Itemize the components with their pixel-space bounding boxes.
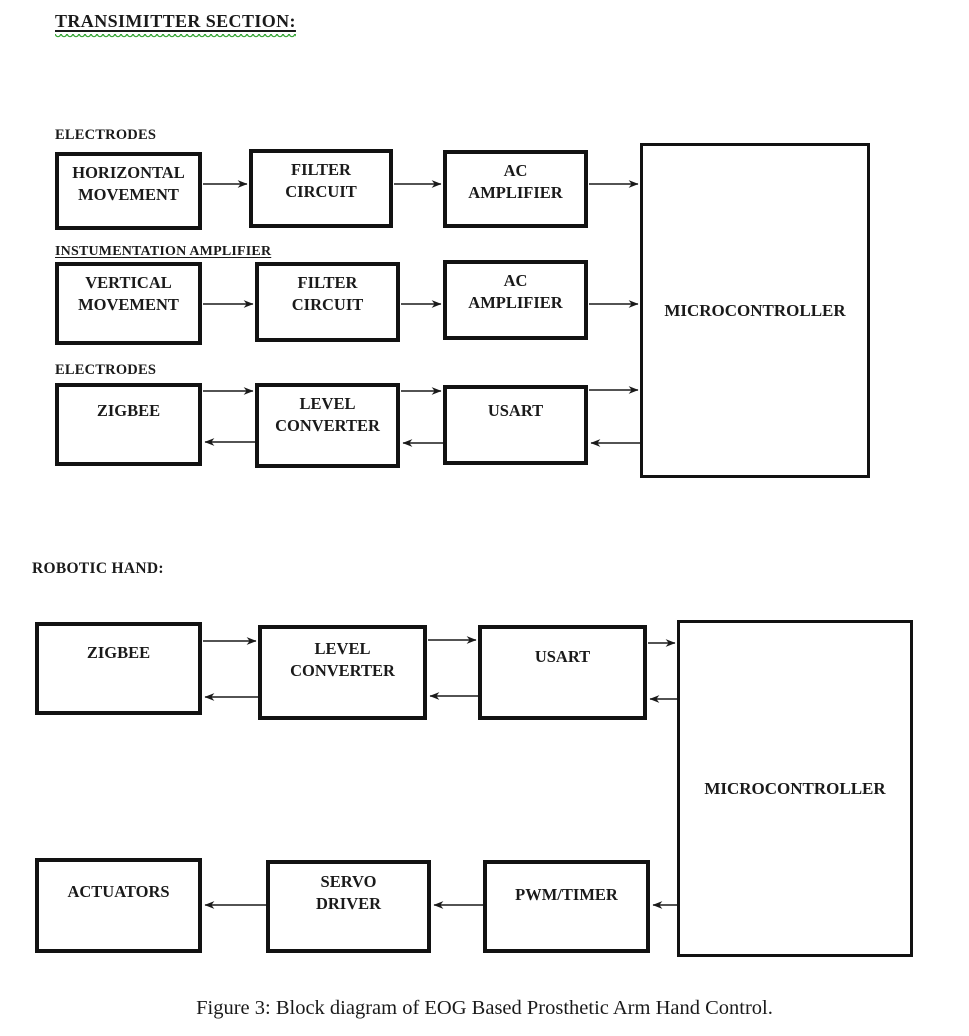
block-filter-circuit-1: FILTER CIRCUIT bbox=[249, 149, 393, 228]
block-ac-amplifier-1: AC AMPLIFIER bbox=[443, 150, 588, 228]
block-label: MICROCONTROLLER bbox=[704, 778, 886, 798]
robotic-hand-title: ROBOTIC HAND: bbox=[32, 560, 164, 577]
block-filter-circuit-2: FILTER CIRCUIT bbox=[255, 262, 400, 342]
block-actuators: ACTUATORS bbox=[35, 858, 202, 953]
block-vertical-movement: VERTICAL MOVEMENT bbox=[55, 262, 202, 345]
label-electrodes-row3: ELECTRODES bbox=[55, 362, 157, 378]
block-label: HORIZONTAL MOVEMENT bbox=[72, 163, 185, 204]
block-label: PWM/TIMER bbox=[515, 885, 618, 904]
block-level-converter-transmitter: LEVEL CONVERTER bbox=[255, 383, 400, 468]
block-label: LEVEL CONVERTER bbox=[290, 639, 395, 680]
block-label: FILTER CIRCUIT bbox=[291, 273, 364, 314]
block-zigbee-robotic: ZIGBEE bbox=[35, 622, 202, 715]
block-label: LEVEL CONVERTER bbox=[275, 394, 380, 435]
label-instrumentation-amplifier: INSTUMENTATION AMPLIFIER bbox=[55, 244, 272, 259]
transmitter-section-title: TRANSIMITTER SECTION: bbox=[55, 11, 296, 38]
block-microcontroller-transmitter: MICROCONTROLLER bbox=[640, 143, 870, 478]
block-label: FILTER CIRCUIT bbox=[285, 160, 357, 201]
block-label: MICROCONTROLLER bbox=[664, 300, 846, 320]
block-label: SERVO DRIVER bbox=[315, 872, 382, 913]
block-ac-amplifier-2: AC AMPLIFIER bbox=[443, 260, 588, 340]
block-label: USART bbox=[487, 401, 544, 420]
block-level-converter-robotic: LEVEL CONVERTER bbox=[258, 625, 427, 720]
block-label: AC AMPLIFIER bbox=[468, 271, 563, 312]
transmitter-section-title-text: TRANSIMITTER SECTION: bbox=[55, 11, 296, 31]
block-servo-driver: SERVO DRIVER bbox=[266, 860, 431, 953]
block-label: USART bbox=[534, 647, 591, 666]
block-label: VERTICAL MOVEMENT bbox=[78, 273, 179, 314]
label-electrodes-row1: ELECTRODES bbox=[55, 127, 157, 143]
figure-caption: Figure 3: Block diagram of EOG Based Pro… bbox=[196, 997, 773, 1019]
block-usart-robotic: USART bbox=[478, 625, 647, 720]
block-microcontroller-robotic: MICROCONTROLLER bbox=[677, 620, 913, 957]
block-pwm-timer: PWM/TIMER bbox=[483, 860, 650, 953]
block-horizontal-movement: HORIZONTAL MOVEMENT bbox=[55, 152, 202, 230]
block-label: ACTUATORS bbox=[67, 882, 170, 901]
block-label: ZIGBEE bbox=[96, 401, 161, 420]
block-usart-transmitter: USART bbox=[443, 385, 588, 465]
block-label: AC AMPLIFIER bbox=[468, 161, 563, 202]
block-label: ZIGBEE bbox=[86, 643, 151, 662]
block-zigbee-transmitter: ZIGBEE bbox=[55, 383, 202, 466]
